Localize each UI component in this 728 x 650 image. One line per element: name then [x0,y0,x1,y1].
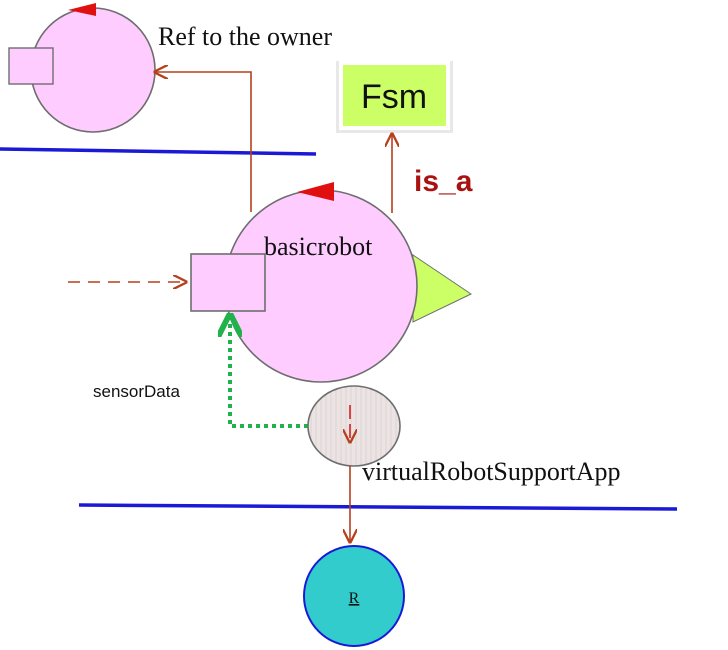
bottom-divider [78,503,678,511]
basicrobot-label: basicrobot [264,232,373,261]
sensor-data-link [230,318,308,428]
r-label: R [349,590,360,607]
is-a-label: is_a [414,165,473,198]
top-divider [0,147,317,156]
fsm-box [339,61,450,130]
basicrobot-input-port[interactable] [190,253,266,312]
support-app-label: virtualRobotSupportApp [362,457,621,486]
r-node[interactable]: R [303,545,405,647]
basicrobot-actor[interactable]: basicrobot [190,182,418,383]
owner-port[interactable] [8,47,54,85]
fsm-label: Fsm [361,78,427,116]
owner-ref-arrow [155,72,252,212]
support-app-actor[interactable] [307,385,401,467]
owner-pointer-icon [68,3,96,16]
output-triangle [412,254,473,323]
support-app-ellipse [307,385,401,467]
owner-ref-label: Ref to the owner [158,22,332,51]
owner-actor[interactable] [8,3,156,133]
basicrobot-pointer-icon [297,182,334,201]
sensor-data-label: sensorData [93,382,180,401]
fsm-node[interactable]: Fsm [336,61,453,133]
r-circle [303,545,405,647]
